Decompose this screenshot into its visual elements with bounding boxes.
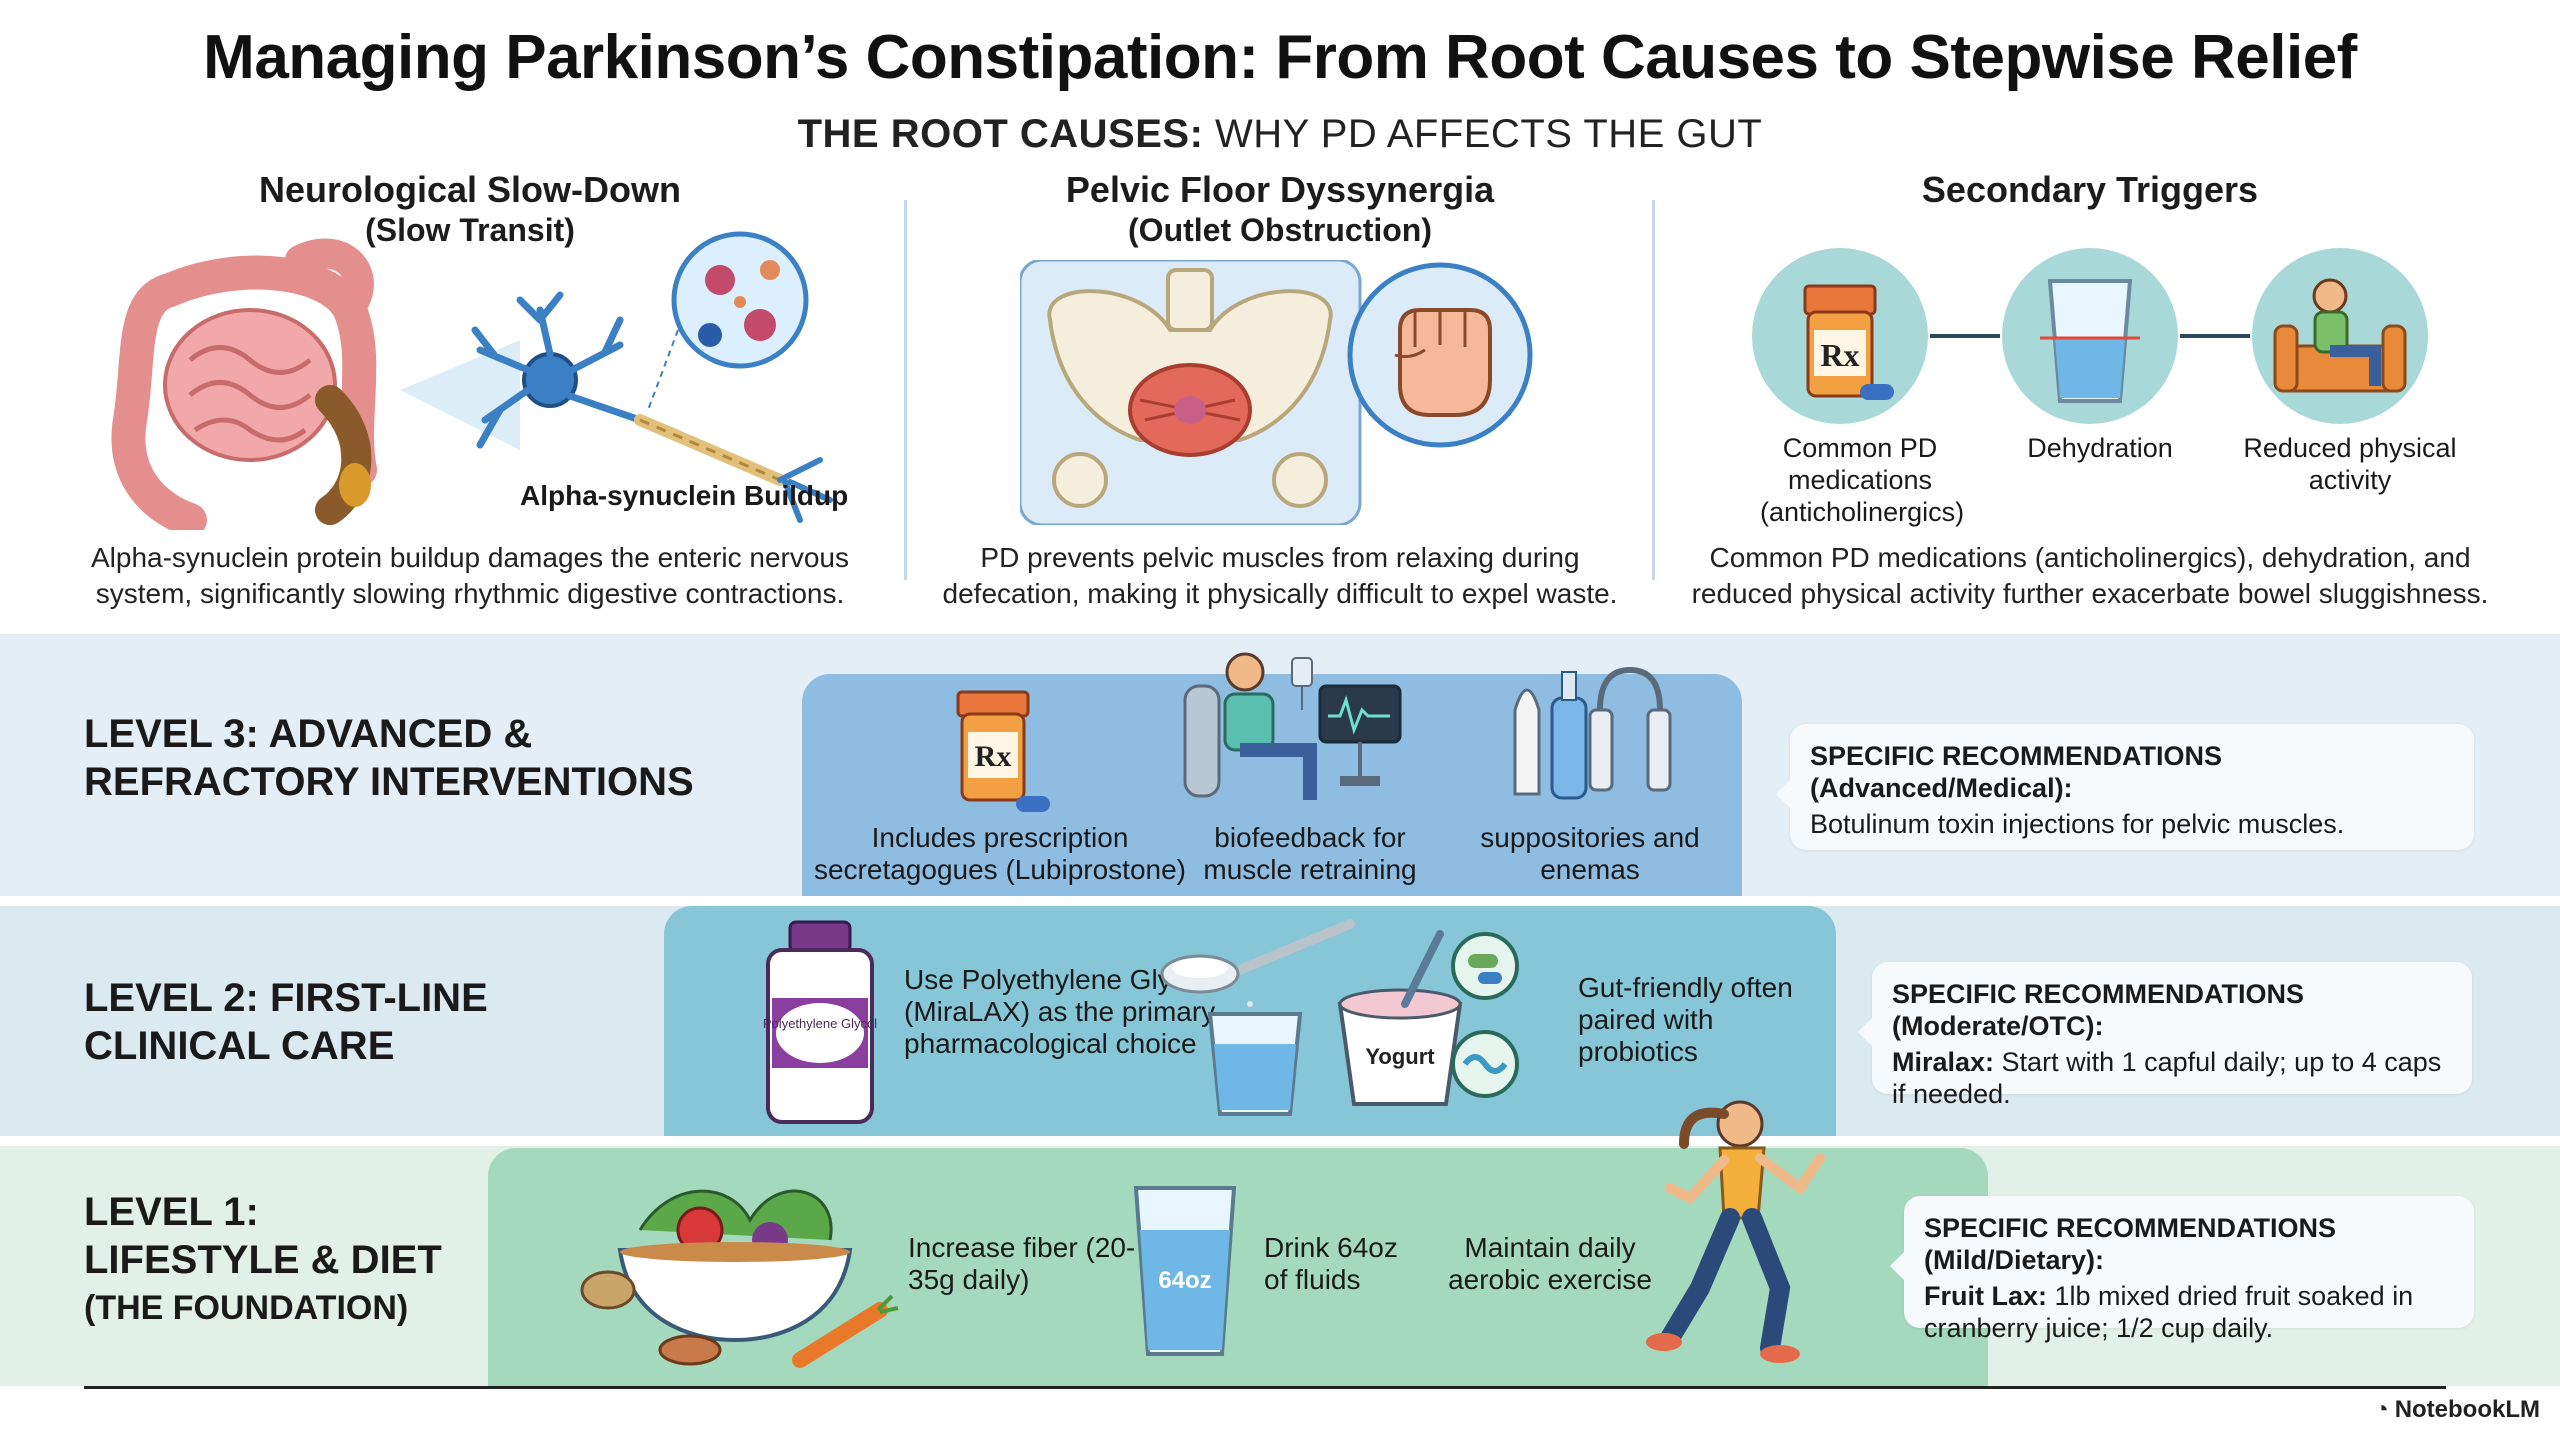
recommendation-text: Start with 1 capful daily; up to 4 caps …: [1892, 1047, 2442, 1109]
alpha-synuclein-icon: [647, 231, 809, 411]
root-cause-description: Alpha-synuclein protein buildup damages …: [90, 542, 850, 609]
level-3-caption: suppositories and enemas: [1480, 822, 1700, 885]
page-title: Managing Parkinson’s Constipation: From …: [203, 23, 2357, 92]
level-1-label: LEVEL 1: LIFESTYLE & DIET (THE FOUNDATIO…: [84, 1188, 442, 1332]
salad-bowl-icon: [580, 1189, 899, 1368]
level-3-label: LEVEL 3: ADVANCED & REFRACTORY INTERVENT…: [84, 710, 694, 806]
sofa-person-icon: [2252, 248, 2428, 424]
miralax-bottle-illustration: Polyethylene Glycol: [763, 920, 877, 1124]
intestine-icon: [111, 238, 377, 530]
level-3-recommendation: SPECIFIC RECOMMENDATIONS (Advanced/Medic…: [1776, 724, 2474, 850]
trigger-caption: Common PD medications (anticholinergics): [1760, 433, 1965, 527]
level-1-caption: Maintain daily aerobic exercise: [1448, 1232, 1652, 1295]
section-subtitle: THE ROOT CAUSES: WHY PD AFFECTS THE GUT: [0, 112, 2560, 157]
enema-kit-icon: [1513, 666, 1672, 800]
neuron-icon: [471, 291, 833, 523]
recommendation-bold: Fruit Lax:: [1924, 1281, 2048, 1311]
level-label-line: LEVEL 2: FIRST-LINE: [84, 976, 488, 1020]
trigger-caption: Dehydration: [2027, 433, 2173, 463]
triggers-illustration: Rx: [1752, 248, 2428, 424]
svg-text:Rx: Rx: [1820, 337, 1859, 373]
rx-bottle-icon: Rx: [956, 690, 1050, 812]
probiotic-bacteria-icon: [1451, 932, 1519, 1098]
level-3-illustration: Rx: [956, 652, 1672, 812]
water-glass-icon: [1207, 1012, 1303, 1116]
pill-bottle-icon: Rx: [1752, 248, 1928, 424]
root-cause-subheading: (Slow Transit): [365, 212, 575, 248]
root-cause-heading: Secondary Triggers: [1921, 169, 2259, 210]
recommendation-body: Botulinum toxin injections for pelvic mu…: [1810, 809, 2345, 839]
root-cause-heading: Neurological Slow-Down: [258, 169, 681, 210]
spoon-powder-icon: [1160, 919, 1355, 1021]
recommendation-heading: SPECIFIC RECOMMENDATIONS (Moderate/OTC):: [1892, 979, 2305, 1041]
root-cause-subheading: (Outlet Obstruction): [1128, 212, 1432, 248]
trigger-caption: Reduced physical activity: [2243, 433, 2457, 495]
root-cause-description: Common PD medications (anticholinergics)…: [1691, 542, 2489, 609]
recommendation-text: 1lb mixed dried fruit soaked in cranberr…: [1924, 1281, 2414, 1343]
illustration-label: Alpha-synuclein Buildup: [520, 480, 848, 511]
notebooklm-logo-icon: ◔: [2374, 1396, 2389, 1423]
level-3-caption: Includes prescription secretagogues (Lub…: [813, 822, 1186, 885]
yogurt-label: Yogurt: [1365, 1044, 1435, 1069]
root-cause-neurological: Neurological Slow-Down (Slow Transit): [60, 170, 880, 620]
root-cause-secondary-triggers: Secondary Triggers Rx Common PD me: [1680, 170, 2500, 620]
fiber-bowl-illustration: [580, 1189, 899, 1368]
column-divider: [1652, 200, 1655, 580]
bottle-label: Polyethylene Glycol: [763, 1016, 877, 1031]
recommendation-heading: SPECIFIC RECOMMENDATIONS (Advanced/Medic…: [1810, 741, 2223, 803]
recommendation-body: Fruit Lax: 1lb mixed dried fruit soaked …: [1924, 1280, 2454, 1344]
yogurt-cup-icon: Yogurt: [1337, 930, 1463, 1106]
glass-label: 64oz: [1158, 1267, 1211, 1294]
level-label-line: LIFESTYLE & DIET: [84, 1238, 442, 1282]
running-woman-icon: [1646, 1100, 1825, 1363]
level-2-illustration: Yogurt: [1160, 919, 1519, 1116]
bottom-rule: [84, 1386, 2446, 1389]
level-label-line: LEVEL 1:: [84, 1190, 259, 1234]
recommendation-heading: SPECIFIC RECOMMENDATIONS (Mild/Dietary):: [1924, 1213, 2337, 1275]
level-1-caption: Increase fiber (20-35g daily): [908, 1232, 1136, 1295]
level-2-recommendation: SPECIFIC RECOMMENDATIONS (Moderate/OTC):…: [1858, 962, 2472, 1109]
level-label-line: (THE FOUNDATION): [84, 1289, 409, 1327]
pelvis-icon: [1047, 268, 1333, 508]
root-cause-description: PD prevents pelvic muscles from relaxing…: [942, 542, 1618, 609]
clenched-fist-icon: [1347, 262, 1533, 448]
water-glass-icon: [2002, 248, 2178, 424]
level-label-line: LEVEL 3: ADVANCED &: [84, 712, 533, 756]
brand-label: NotebookLM: [2394, 1396, 2540, 1423]
root-cause-pelvic-floor: Pelvic Floor Dyssynergia (Outlet Obstruc…: [920, 170, 1640, 620]
medicine-bottle-icon: Polyethylene Glycol: [763, 920, 877, 1124]
water-glass-icon: 64oz: [1133, 1186, 1237, 1356]
level-2-label: LEVEL 2: FIRST-LINE CLINICAL CARE: [84, 974, 488, 1070]
pelvis-illustration: [1020, 260, 1533, 525]
recommendation-bold: Miralax:: [1892, 1047, 1995, 1077]
fluids-glass-illustration: 64oz: [1133, 1186, 1237, 1356]
level-3-caption: biofeedback for muscle retraining: [1203, 822, 1417, 885]
svg-text:Rx: Rx: [975, 740, 1012, 773]
brand-watermark: ◔NotebookLM: [2374, 1396, 2540, 1424]
level-1-caption: Drink 64oz of fluids: [1264, 1232, 1398, 1295]
level-2-caption: Use Polyethylene Glycol (MiraLAX) as the…: [904, 964, 1216, 1059]
column-divider: [904, 200, 907, 580]
subtitle-rest: WHY PD AFFECTS THE GUT: [1203, 112, 1763, 156]
root-cause-heading: Pelvic Floor Dyssynergia: [1065, 169, 1495, 210]
level-label-line: REFRACTORY INTERVENTIONS: [84, 760, 694, 804]
biofeedback-patient-icon: [1183, 652, 1402, 800]
runner-illustration: [1646, 1100, 1825, 1363]
level-label-line: CLINICAL CARE: [84, 1024, 395, 1068]
intestine-neuron-illustration: Alpha-synuclein Buildup: [111, 231, 848, 530]
level-2-caption: Gut-friendly often paired with probiotic…: [1578, 972, 1793, 1067]
level-1-recommendation: SPECIFIC RECOMMENDATIONS (Mild/Dietary):…: [1890, 1196, 2474, 1343]
subtitle-bold: THE ROOT CAUSES:: [797, 112, 1204, 156]
recommendation-body: Miralax: Start with 1 capful daily; up t…: [1892, 1046, 2452, 1110]
